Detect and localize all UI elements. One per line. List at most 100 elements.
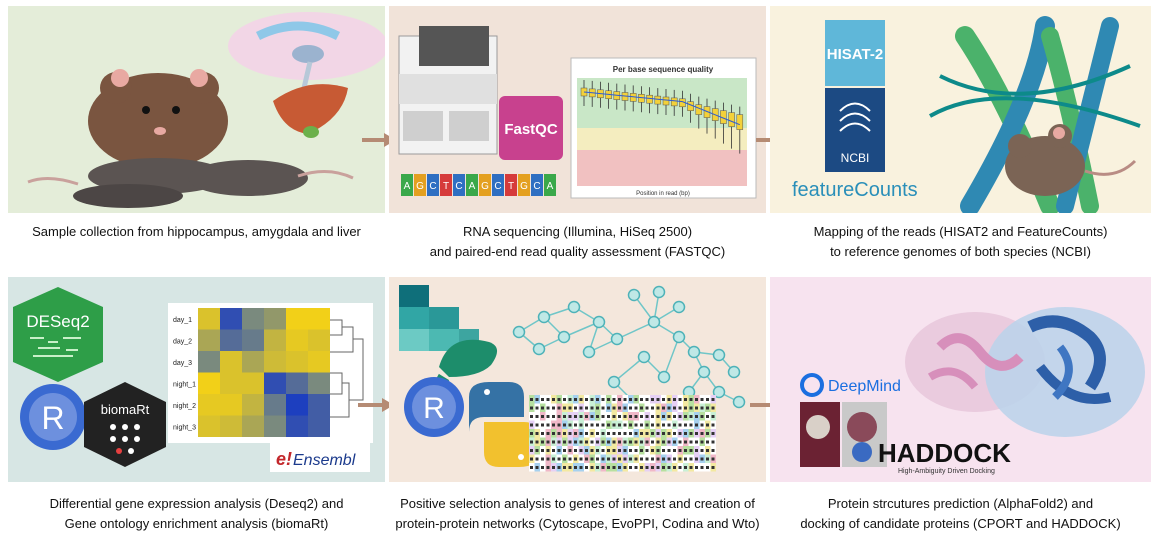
residue-mark [530, 466, 533, 469]
residue-mark [535, 440, 539, 444]
residue-mark [585, 398, 588, 401]
residue-mark [651, 423, 654, 427]
residue-mark [568, 457, 572, 461]
residue-mark [552, 440, 555, 444]
residue-mark [634, 398, 638, 401]
residue-mark [629, 406, 632, 410]
residue-mark [530, 449, 533, 452]
network-node [592, 315, 606, 329]
quality-box [728, 112, 735, 127]
network-node [537, 310, 551, 324]
residue-mark [535, 415, 539, 418]
network-node [727, 365, 741, 379]
heatmap-cell [286, 415, 308, 437]
residue-mark [623, 432, 627, 435]
residue-mark [640, 466, 643, 469]
residue-mark [673, 457, 676, 461]
residue-mark [645, 398, 649, 401]
residue-mark [684, 466, 687, 469]
residue-mark [546, 457, 550, 461]
residue-mark [541, 440, 544, 444]
network-node [532, 342, 546, 356]
residue-mark [656, 423, 660, 427]
residue-mark [656, 406, 660, 410]
residue-mark [541, 449, 544, 452]
residue-mark [711, 398, 715, 401]
residue-mark [574, 423, 577, 427]
sample-collection-illustration [27, 12, 385, 208]
base-block [505, 174, 517, 196]
residue-mark [568, 440, 572, 444]
residue-mark [568, 406, 572, 410]
residue-mark [574, 398, 577, 401]
residue-mark [673, 406, 676, 410]
residue-mark [640, 457, 643, 461]
residue-mark [612, 440, 616, 444]
residue-mark [629, 415, 632, 418]
heatmap-cell [264, 415, 286, 437]
base-letter: C [429, 181, 436, 192]
svg-text:FastQC: FastQC [504, 121, 558, 138]
residue-mark [706, 432, 709, 435]
network-node [582, 345, 596, 359]
residue-mark [552, 423, 555, 427]
residue-mark [684, 432, 687, 435]
residue-mark [651, 415, 654, 418]
residue-mark [535, 398, 539, 401]
base-block [466, 174, 478, 196]
heatmap-row-label: night_1 [173, 382, 196, 389]
heatmap-cell [220, 372, 242, 394]
residue-mark [662, 406, 665, 410]
residue-mark [601, 406, 605, 410]
residue-mark [623, 449, 627, 452]
quality-box [646, 94, 653, 104]
network-node [567, 300, 581, 314]
r-logo: R [404, 377, 464, 437]
residue-mark [645, 449, 649, 452]
panel-sample-collection [8, 6, 385, 213]
residue-mark [656, 398, 660, 401]
heatmap-cell [308, 329, 330, 351]
heatmap-cell [220, 415, 242, 437]
residue-mark [706, 398, 709, 401]
residue-mark [530, 423, 533, 427]
residue-mark [634, 423, 638, 427]
residue-mark [634, 415, 638, 418]
base-letter: G [416, 181, 424, 192]
residue-mark [689, 440, 693, 444]
residue-mark [552, 466, 555, 469]
residue-mark [563, 415, 566, 418]
sequencer-machine [398, 26, 498, 155]
residue-mark [667, 440, 671, 444]
residue-mark [596, 406, 599, 410]
network-edge [563, 321, 600, 338]
residue-mark [546, 406, 550, 410]
residue-mark [530, 415, 533, 418]
heatmap-row-label: night_3 [173, 425, 196, 432]
panel-differential-expression: DESeq2 R biomaRt [8, 277, 385, 482]
mapping-illustration: HISAT-2 NCBI featureCounts [792, 16, 1141, 213]
base-block [453, 174, 465, 196]
residue-mark [574, 406, 577, 410]
residue-mark [662, 415, 665, 418]
residue-mark [585, 449, 588, 452]
deseq2-logo: DESeq2 [13, 287, 103, 382]
base-block [401, 174, 413, 196]
residue-mark [541, 406, 544, 410]
residue-mark [574, 466, 577, 469]
residue-mark [618, 415, 621, 418]
residue-mark [656, 457, 660, 461]
base-letter: A [469, 181, 476, 192]
residue-mark [574, 440, 577, 444]
residue-mark [585, 440, 588, 444]
network-node [512, 325, 526, 339]
residue-mark [673, 415, 676, 418]
residue-mark [629, 398, 632, 401]
svg-text:R: R [423, 392, 445, 425]
network-node [637, 350, 651, 364]
docking-illustration: DeepMind HADDOCK High-Ambiguity Driven D… [800, 307, 1145, 475]
quality-box [703, 106, 711, 118]
residue-mark [557, 432, 561, 435]
residue-mark [700, 398, 704, 401]
